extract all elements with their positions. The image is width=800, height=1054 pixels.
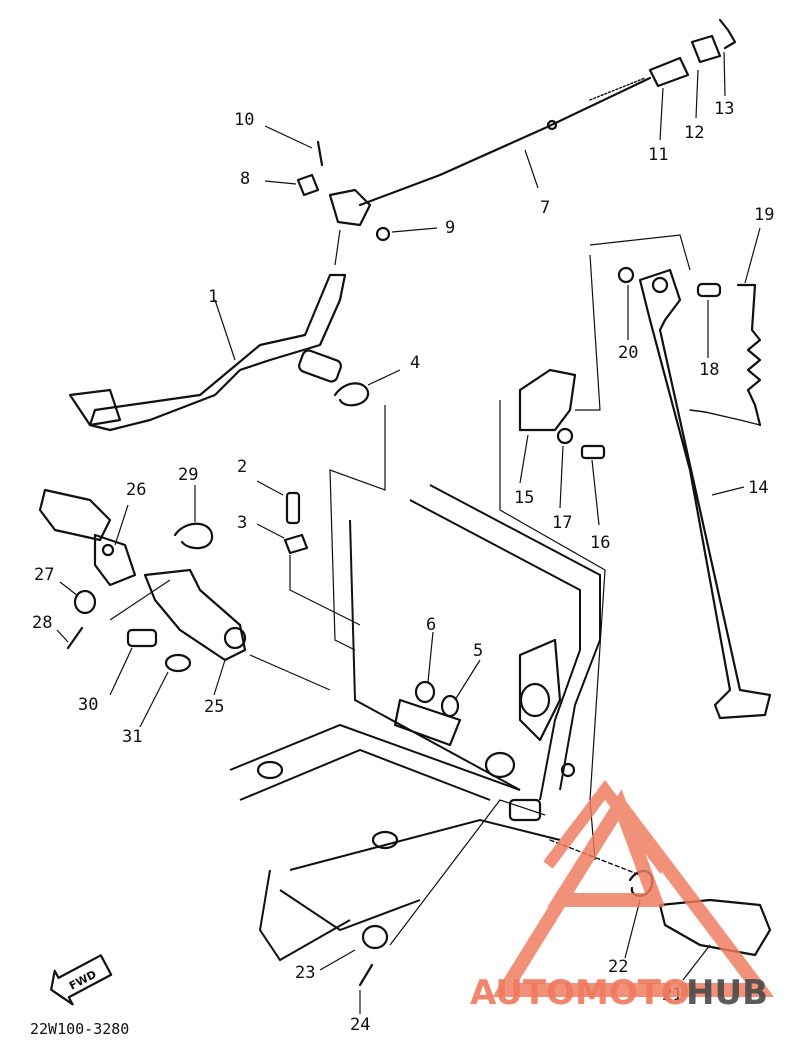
callout-7: 7: [540, 198, 550, 218]
sidestand: [638, 268, 772, 720]
watermark-text-primary: AUTOMOTO: [470, 973, 690, 1013]
footrest-pins: [66, 589, 192, 673]
callout-2: 2: [237, 457, 247, 477]
callout-27: 27: [34, 565, 54, 585]
callout-29: 29: [178, 465, 198, 485]
brake-rod: [328, 76, 652, 227]
callout-13: 13: [714, 99, 734, 119]
callout-30: 30: [78, 695, 98, 715]
frame-structure: [229, 484, 601, 962]
sidestand-spring: [736, 283, 762, 427]
callout-4: 4: [410, 353, 420, 373]
callout-5: 5: [473, 641, 483, 661]
callout-25: 25: [204, 697, 224, 717]
sidestand-fasteners: [556, 266, 761, 460]
callout-10: 10: [234, 110, 254, 130]
callout-19: 19: [754, 205, 774, 225]
watermark-text: AUTOMOTO HUB: [470, 973, 768, 1013]
leader-lines: [56, 51, 761, 1014]
callout-28: 28: [32, 613, 52, 633]
callout-17: 17: [552, 513, 572, 533]
watermark-logo: [492, 780, 775, 997]
callout-14: 14: [748, 478, 768, 498]
footrest-bracket: [143, 568, 247, 662]
callout-16: 16: [590, 533, 610, 553]
rod-adjuster: [648, 18, 737, 88]
callout-24: 24: [350, 1015, 370, 1035]
sidestand-bracket: [518, 368, 577, 432]
callout-22: 22: [608, 957, 628, 977]
callout-23: 23: [295, 963, 315, 983]
callout-20: 20: [618, 343, 638, 363]
callout-31: 31: [122, 727, 142, 747]
bolt-nut: [283, 491, 309, 555]
washers: [414, 680, 460, 718]
watermark-text-secondary: HUB: [686, 973, 768, 1013]
callout-12: 12: [684, 123, 704, 143]
right-pins: [358, 924, 389, 987]
left-footrest: [38, 488, 137, 587]
footrest-spring: [173, 522, 214, 550]
callout-18: 18: [699, 360, 719, 380]
callout-11: 11: [648, 145, 668, 165]
callout-3: 3: [237, 513, 247, 533]
callout-labels: 1 2 3 4 5 6 7 8 9 10 11 12 13 14 15 16 1…: [32, 99, 774, 1035]
fwd-arrow: FWD: [50, 954, 113, 1006]
pedal-spring: [333, 382, 370, 407]
callout-9: 9: [445, 218, 455, 238]
callout-8: 8: [240, 169, 250, 189]
diagram-code: 22W100-3280: [30, 1020, 129, 1038]
brake-pedal: [68, 273, 347, 432]
callout-6: 6: [426, 615, 436, 635]
callout-1: 1: [208, 287, 218, 307]
callout-15: 15: [514, 488, 534, 508]
small-fasteners: [296, 140, 391, 242]
callout-26: 26: [126, 480, 146, 500]
